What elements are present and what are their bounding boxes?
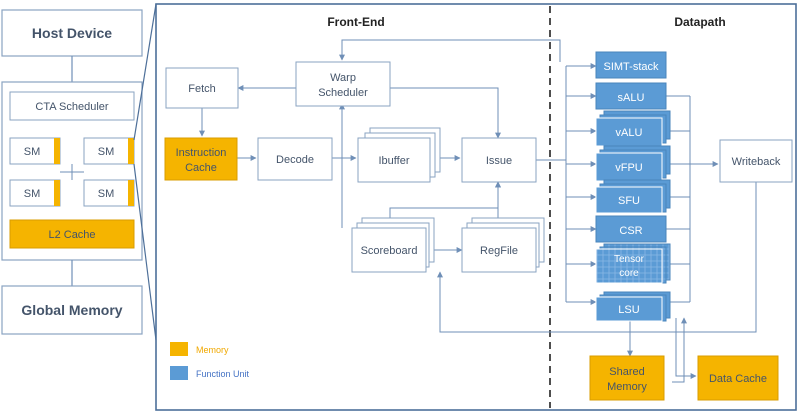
issue-label: Issue (486, 155, 512, 167)
frontend-title: Front-End (327, 15, 384, 29)
sm-3-memory-strip (54, 180, 60, 206)
instruction-cache-box (164, 137, 238, 181)
valu-box (595, 117, 663, 147)
fetch-box (165, 67, 239, 109)
lsu-label: LSU (618, 304, 639, 316)
legend-function-unit-label: Function Unit (196, 369, 250, 379)
zoom-line-bottom (133, 163, 157, 341)
sm-2-label: SM (98, 146, 115, 158)
sm-4-memory-strip (128, 180, 134, 206)
legend-memory-label: Memory (196, 345, 229, 355)
decode-label: Decode (276, 154, 314, 166)
tensor-core-label-1: Tensor (614, 254, 645, 265)
ibuffer-box (357, 137, 431, 183)
frontend-connections (199, 39, 757, 383)
lsu-box (595, 296, 663, 322)
legend-function-unit-swatch (170, 366, 188, 380)
host-device-label: Host Device (32, 25, 112, 41)
valu-label: vALU (616, 127, 643, 139)
tensor-core-box (595, 248, 663, 284)
global-memory-box (1, 285, 143, 335)
warp-scheduler-box (295, 61, 391, 107)
decode-box (257, 137, 333, 181)
scoreboard-label: Scoreboard (361, 245, 418, 257)
datapath-blocks: SIMT-stack sALU vALU vFPU SFU CSR Tensor… (589, 51, 793, 401)
host-device-box (1, 9, 143, 57)
simt-stack-box (595, 51, 667, 79)
regfile-label: RegFile (480, 245, 518, 257)
csr-label: CSR (619, 225, 642, 237)
frontend-blocks: Fetch Warp Scheduler Instruction Cache D… (164, 61, 545, 273)
sm-3-label: SM (24, 188, 41, 200)
shared-memory-box (589, 355, 665, 401)
cta-scheduler-box (9, 91, 135, 121)
data-cache-label: Data Cache (709, 373, 767, 385)
cta-scheduler-label: CTA Scheduler (35, 101, 109, 113)
instruction-cache-label-2: Cache (185, 162, 217, 174)
sm-1-memory-strip (54, 138, 60, 164)
sfu-box (595, 186, 663, 214)
legend: Memory Function Unit (170, 342, 250, 380)
scoreboard-box (351, 227, 427, 273)
regfile-box (461, 227, 537, 273)
sm-4-label: SM (98, 188, 115, 200)
warp-scheduler-label-2: Scheduler (318, 87, 368, 99)
l2-cache-box (9, 219, 135, 249)
legend-memory-swatch (170, 342, 188, 356)
sm-1-label: SM (24, 146, 41, 158)
data-cache-box (697, 355, 779, 401)
csr-box (595, 215, 667, 243)
sm-interconnect (60, 164, 84, 180)
writeback-box (719, 139, 793, 183)
left-panel: Host Device CTA Scheduler SM SM SM SM L2… (1, 3, 157, 341)
sm-detail-panel (155, 3, 797, 411)
vfpu-box (595, 152, 663, 182)
writeback-label: Writeback (732, 156, 781, 168)
shared-memory-label-2: Memory (607, 381, 647, 393)
fetch-label: Fetch (188, 83, 216, 95)
sm-2-memory-strip (128, 138, 134, 164)
issue-box (461, 137, 537, 183)
simt-stack-label: SIMT-stack (603, 61, 659, 73)
datapath-title: Datapath (674, 15, 725, 29)
instruction-cache-label-1: Instruction (176, 147, 227, 159)
shared-memory-label-1: Shared (609, 366, 644, 378)
tensor-core-label-2: core (619, 268, 639, 279)
salu-box (595, 82, 667, 110)
l2-cache-label: L2 Cache (48, 229, 95, 241)
warp-scheduler-label-1: Warp (330, 72, 356, 84)
global-memory-label: Global Memory (21, 302, 122, 318)
ibuffer-label: Ibuffer (379, 155, 410, 167)
vfpu-label: vFPU (615, 162, 643, 174)
salu-label: sALU (618, 92, 645, 104)
zoom-line-top (133, 3, 157, 141)
sfu-label: SFU (618, 195, 640, 207)
